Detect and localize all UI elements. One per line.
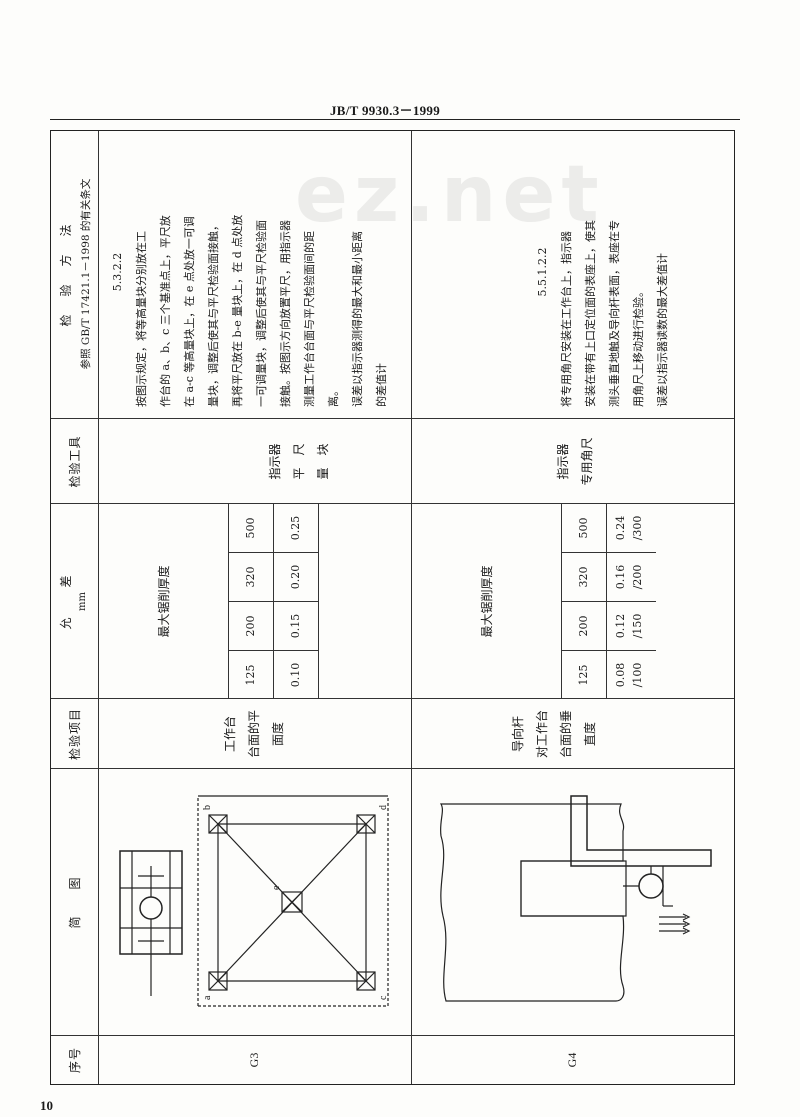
tool-name: 指示器 <box>556 443 570 480</box>
value-cell: 0.12 /150 <box>606 601 656 650</box>
method-line: 的差值计 <box>375 363 388 407</box>
tol-divider <box>318 504 319 699</box>
method-line: 一可调量块，调整后使其与平尺检验面 <box>255 220 268 407</box>
method-line: 接触。按图示方向放置平尺，用指示器 <box>279 220 292 407</box>
item-line: 台面的垂 <box>559 710 573 759</box>
point-label: a <box>202 995 213 1000</box>
value-cell: 0.08 /100 <box>606 650 656 699</box>
col-header-item: 检验项目 <box>68 708 82 761</box>
row-no-g4: G4 <box>565 1052 579 1068</box>
point-label: b <box>202 805 213 810</box>
value-cell: 0.16 /200 <box>606 552 656 601</box>
size-cell: 200 <box>561 601 606 650</box>
flatness-diagram: a b c d e <box>119 795 389 1007</box>
tolerance-g4: 最大锯削厚度 125 200 320 500 0.08 /100 0.12 /1… <box>411 504 734 699</box>
value-line: 0.24 <box>614 515 627 541</box>
method-line: 测量工作台台面与平尺检验面间的距 <box>303 231 316 407</box>
col-header-method: 检 验 方 法 参照 GB/T 17421.1－1998 的有关条文 <box>51 129 98 419</box>
tolerance-g3: 最大锯削厚度 125 200 320 500 0.10 0.15 0.20 0.… <box>98 504 411 699</box>
figure-g3: a b c d e <box>98 769 411 1036</box>
tolerance-unit: mm <box>77 592 88 611</box>
tool-name: 专用角尺 <box>580 437 594 486</box>
size-cell: 320 <box>561 552 606 601</box>
tolerance-label: 允 差 <box>59 573 73 630</box>
size-cell: 320 <box>228 552 273 601</box>
col-header-tolerance: 允 差 mm <box>51 504 98 699</box>
method-label: 检 验 方 法 <box>59 221 73 327</box>
perpendicularity-diagram <box>439 795 712 1002</box>
row-no-g3: G3 <box>247 1052 261 1068</box>
tolerance-title: 最大锯削厚度 <box>156 565 171 638</box>
method-clause: 5.5.1.2.2 <box>536 247 549 297</box>
item-line: 导向杆 <box>511 716 525 753</box>
value-cell: 0.20 <box>273 552 318 601</box>
item-line: 面度 <box>271 722 285 747</box>
col-header-figure: 简 图 <box>68 876 82 929</box>
col-header-no: 序号 <box>68 1047 82 1074</box>
figure-g4 <box>411 769 734 1036</box>
tolerance-values: 0.10 0.15 0.20 0.25 <box>273 504 318 699</box>
tools-g3: 指示器 平 尺 量 块 <box>98 419 411 504</box>
header-rule <box>50 119 740 120</box>
size-cell: 500 <box>577 517 590 539</box>
item-line: 工作台 <box>223 716 237 753</box>
value-cell: 0.24 /300 <box>606 504 656 552</box>
value-cell: 0.15 <box>273 601 318 650</box>
tolerance-values: 0.08 /100 0.12 /150 0.16 /200 0.24 /300 <box>606 504 656 699</box>
method-g3: 5.3.2.2 按图示规定，将等高量块分别放在工 作台的 a、b、c 三个基准点… <box>98 129 411 419</box>
item-g3: 工作台 台面的平 面度 <box>98 699 411 769</box>
point-label: d <box>378 805 389 810</box>
value-cell: 0.10 <box>273 650 318 699</box>
point-label: c <box>378 995 389 1000</box>
size-cell: 500 <box>244 517 257 539</box>
method-line: 安装在带有上口定位面的表座上，使其 <box>584 220 597 407</box>
value-line: 0.12 <box>614 613 627 639</box>
value-per: /150 <box>631 613 644 639</box>
method-line: 按图示规定，将等高量块分别放在工 <box>135 231 148 407</box>
method-line: 作台的 a、b、c 三个基准点上，平尺放 <box>159 215 172 407</box>
value-line: 0.16 <box>614 564 627 590</box>
item-line: 台面的平 <box>247 710 261 759</box>
item-line: 直度 <box>583 722 597 747</box>
size-cell: 200 <box>228 601 273 650</box>
tolerance-sizes: 125 200 320 500 <box>228 504 273 699</box>
method-line: 用角尺上移动进行检验。 <box>632 286 645 407</box>
size-cell: 125 <box>228 650 273 699</box>
col-header-tools: 检验工具 <box>68 435 82 488</box>
tool-name: 平 尺 <box>292 443 306 480</box>
value-per: /300 <box>631 515 644 541</box>
value-cell: 0.25 <box>289 515 302 541</box>
method-reference: 参照 GB/T 17421.1－1998 的有关条文 <box>80 178 92 370</box>
method-clause: 5.3.2.2 <box>111 252 124 292</box>
tool-name: 指示器 <box>268 443 282 480</box>
tools-g4: 指示器 专用角尺 <box>411 419 734 504</box>
method-line: 误差以指示器测得的最大和最小距离 <box>351 231 364 407</box>
method-line: 测头垂直地触及导向杆表面，表座在专 <box>608 220 621 407</box>
method-line: 误差以指示器读数的最大差值计 <box>656 253 669 407</box>
item-g4: 导向杆 对工作台 台面的垂 直度 <box>411 699 734 769</box>
point-label: e <box>271 885 282 890</box>
method-line: 在 a-c 等高量块上，在 e 点处放一可调 <box>183 216 196 407</box>
method-g4: 5.5.1.2.2 将专用角尺安装在工作台上，指示器 安装在带有上口定位面的表座… <box>411 129 734 419</box>
page-number: 10 <box>40 1098 53 1113</box>
method-line: 量块，调整后使其与平尺检验面接触， <box>207 220 220 407</box>
inspection-table: 序号 简 图 检验项目 允 差 mm 检验工具 检 验 方 法 参照 GB/T … <box>50 130 735 1085</box>
value-line: 0.08 <box>614 662 627 688</box>
item-line: 对工作台 <box>535 710 549 759</box>
method-line: 再将平尺放在 b-e 量块上，在 d 点处放 <box>231 214 244 407</box>
method-line: 离。 <box>327 385 340 407</box>
standard-code: JB/T 9930.3－1999 <box>330 103 441 118</box>
tool-name: 量 块 <box>316 443 330 480</box>
method-line: 将专用角尺安装在工作台上，指示器 <box>560 231 573 407</box>
tolerance-sizes: 125 200 320 500 <box>561 504 606 699</box>
watermark: ez.net <box>295 150 605 240</box>
size-cell: 125 <box>561 650 606 699</box>
value-per: /200 <box>631 564 644 590</box>
tolerance-title: 最大锯削厚度 <box>479 565 494 638</box>
value-per: /100 <box>631 662 644 688</box>
